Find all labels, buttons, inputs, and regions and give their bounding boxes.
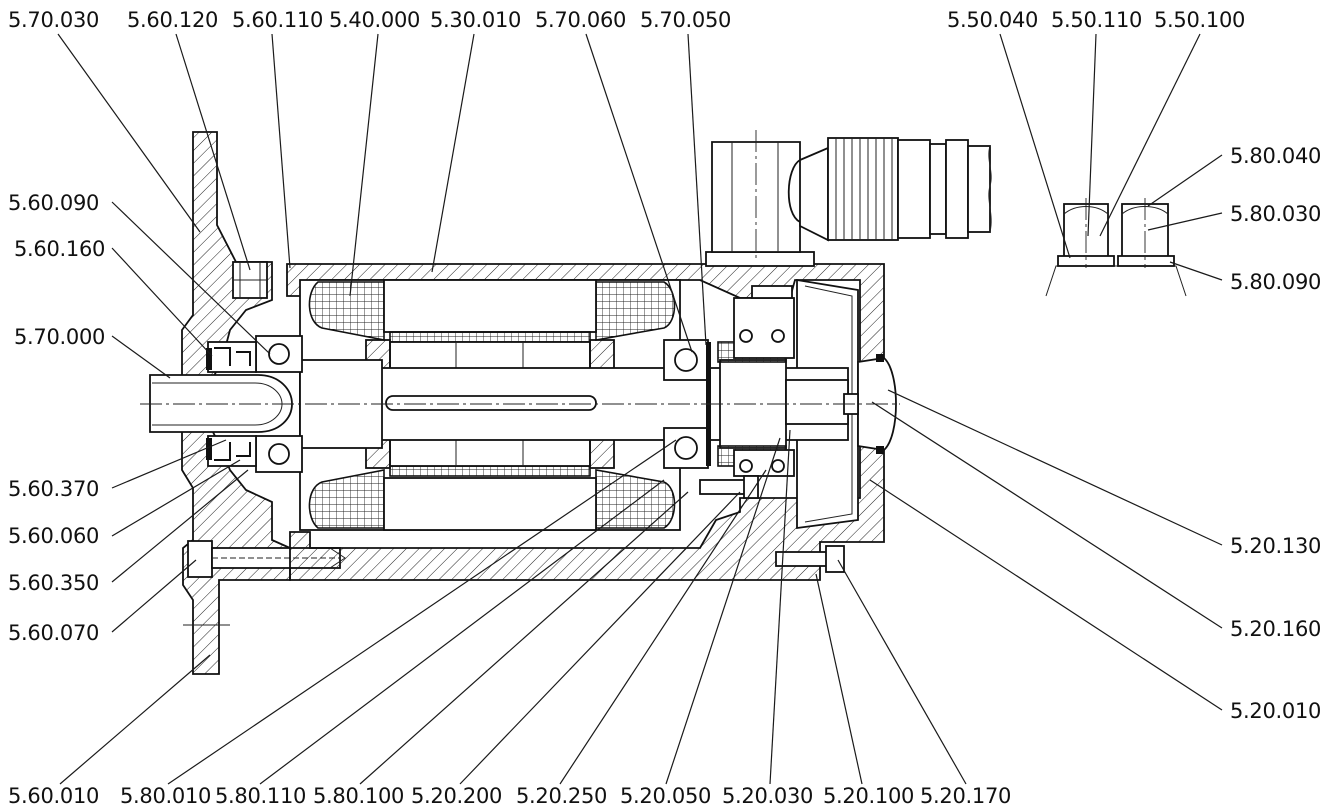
stator-stack-bottom xyxy=(383,477,597,531)
label-5-60-160: 5.60.160 xyxy=(14,237,105,261)
terminal-box-base xyxy=(705,251,815,267)
label-5-20-200: 5.20.200 xyxy=(411,784,502,808)
connector-body xyxy=(799,146,829,242)
label-5-60-060: 5.60.060 xyxy=(8,524,99,548)
connector-grip xyxy=(827,137,899,241)
label-5-80-110: 5.80.110 xyxy=(215,784,306,808)
stator-winding-bottom-right xyxy=(595,469,676,529)
motor-assembly xyxy=(140,130,1187,675)
shaft-seal-top xyxy=(207,341,257,373)
label-5-70-060: 5.70.060 xyxy=(535,8,626,32)
label-5-80-010: 5.80.010 xyxy=(120,784,211,808)
brake-disc xyxy=(733,297,795,359)
label-5-60-070: 5.60.070 xyxy=(8,621,99,645)
shaft-seal-bottom xyxy=(207,435,257,467)
stator-winding-top-left xyxy=(308,281,385,341)
label-5-60-350: 5.60.350 xyxy=(8,571,99,595)
rotor-top-band xyxy=(389,331,591,343)
connector-nut xyxy=(897,139,931,239)
brake-bolt-top xyxy=(751,285,793,299)
label-5-20-170: 5.20.170 xyxy=(920,784,1011,808)
label-5-70-000: 5.70.000 xyxy=(14,325,105,349)
detail-view xyxy=(1045,198,1187,297)
label-5-60-120: 5.60.120 xyxy=(127,8,218,32)
label-5-80-100: 5.80.100 xyxy=(313,784,404,808)
label-5-70-050: 5.70.050 xyxy=(640,8,731,32)
label-5-80-090: 5.80.090 xyxy=(1230,270,1321,294)
label-5-20-160: 5.20.160 xyxy=(1230,617,1321,641)
label-5-20-100: 5.20.100 xyxy=(823,784,914,808)
flange-bolt-head-bottom xyxy=(187,540,213,578)
label-5-20-030: 5.20.030 xyxy=(722,784,813,808)
label-5-20-050: 5.20.050 xyxy=(620,784,711,808)
label-5-60-110: 5.60.110 xyxy=(232,8,323,32)
hollow-output-shaft xyxy=(149,374,293,433)
brake-bolt-bottom xyxy=(699,479,747,495)
cable xyxy=(967,145,991,233)
label-5-70-030: 5.70.030 xyxy=(8,8,99,32)
stator-stack-top xyxy=(383,279,597,333)
shaft-end-right xyxy=(785,379,849,425)
label-5-80-030: 5.80.030 xyxy=(1230,202,1321,226)
part-labels: 5.70.030 5.60.120 5.60.110 5.40.000 5.30… xyxy=(8,8,1321,808)
label-5-50-110: 5.50.110 xyxy=(1051,8,1142,32)
shaft-key-slot xyxy=(385,395,597,411)
stator-winding-bottom-left xyxy=(308,469,385,529)
leader-lines xyxy=(57,33,1223,785)
stator-winding-top-right xyxy=(595,281,676,341)
label-5-20-250: 5.20.250 xyxy=(516,784,607,808)
label-5-60-010: 5.60.010 xyxy=(8,784,99,808)
label-5-20-010: 5.20.010 xyxy=(1230,699,1321,723)
label-5-30-010: 5.30.010 xyxy=(430,8,521,32)
cover-bolt xyxy=(775,551,829,567)
rotor-bottom-band xyxy=(389,465,591,477)
label-5-20-130: 5.20.130 xyxy=(1230,534,1321,558)
label-5-40-000: 5.40.000 xyxy=(329,8,420,32)
label-5-60-370: 5.60.370 xyxy=(8,477,99,501)
label-5-50-100: 5.50.100 xyxy=(1154,8,1245,32)
label-5-80-040: 5.80.040 xyxy=(1230,144,1321,168)
label-5-50-040: 5.50.040 xyxy=(947,8,1038,32)
label-5-60-090: 5.60.090 xyxy=(8,191,99,215)
